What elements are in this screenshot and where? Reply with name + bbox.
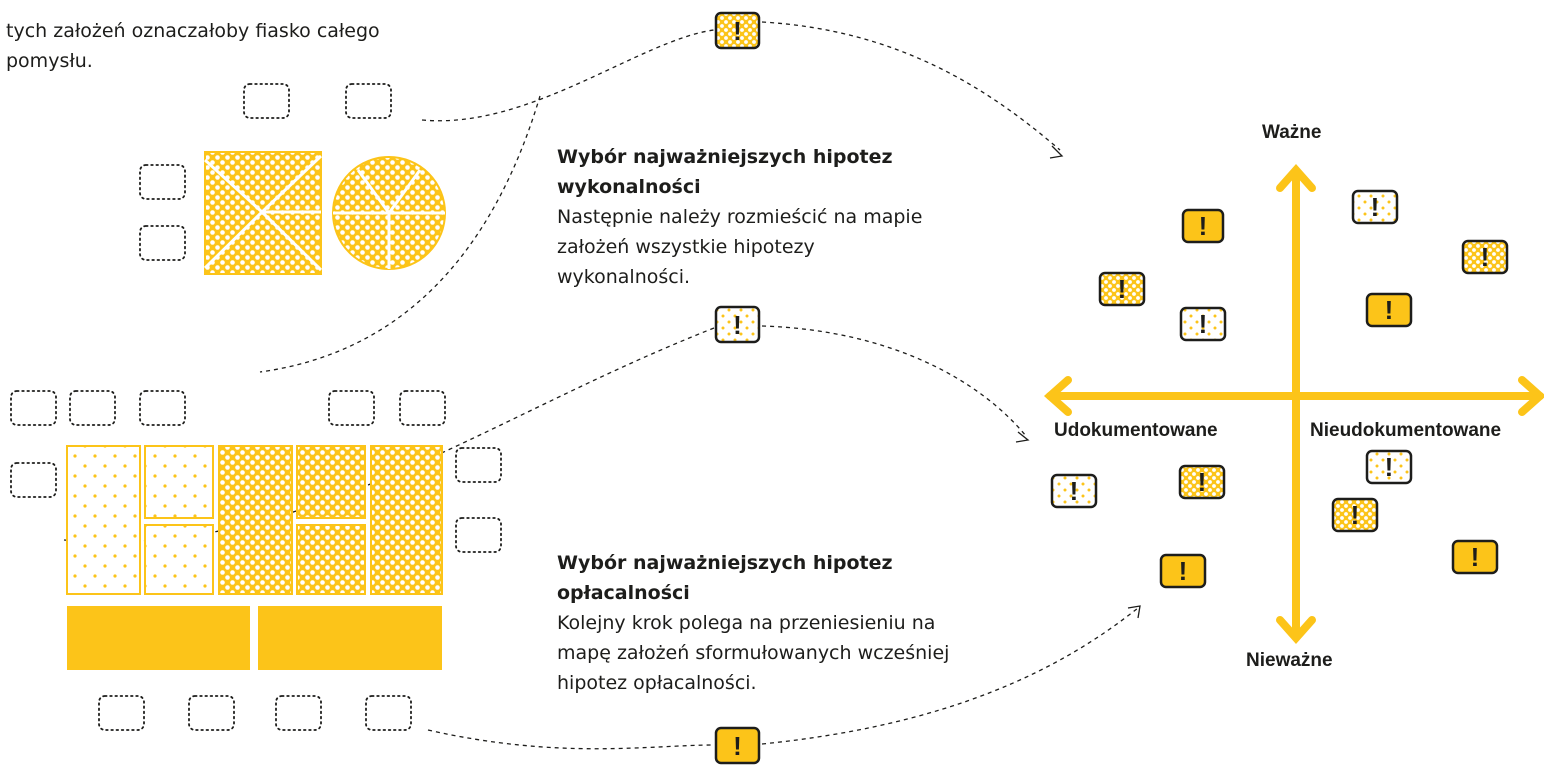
double-arrow-axis-icon xyxy=(1043,163,1544,645)
svg-text:!: ! xyxy=(1481,242,1490,272)
viability-block: Wybór najważniejszych hipotez opłacalnoś… xyxy=(557,548,977,698)
svg-text:!: ! xyxy=(733,16,742,46)
viability-body: Kolejny krok polega na przeniesieniu na … xyxy=(557,612,950,694)
svg-text:!: ! xyxy=(1179,556,1188,586)
svg-text:!: ! xyxy=(1371,192,1380,222)
intro-text: tych założeń oznaczałoby fiasko całego p… xyxy=(6,16,406,76)
svg-text:!: ! xyxy=(733,731,742,761)
axis-label-top: Ważne xyxy=(1262,122,1322,143)
connector-top-left xyxy=(421,29,715,122)
svg-text:!: ! xyxy=(1118,274,1127,304)
svg-text:!: ! xyxy=(1385,452,1394,482)
axis-label-bottom: Nieważne xyxy=(1246,650,1333,671)
feasibility-body: Następnie należy rozmieścić na mapie zał… xyxy=(557,206,923,288)
assumption-map-axes xyxy=(1043,163,1544,645)
svg-text:!: ! xyxy=(733,310,742,340)
svg-text:!: ! xyxy=(1471,542,1480,572)
connector-bottom-right xyxy=(761,607,1139,745)
feasibility-block: Wybór najważniejszych hipotez wykonalnoś… xyxy=(557,142,937,292)
svg-text:!: ! xyxy=(1199,309,1208,339)
axis-label-right: Nieudokumentowane xyxy=(1310,420,1502,441)
dotted-sticky-note-icon xyxy=(10,83,502,731)
viability-heading: Wybór najważniejszych hipotez opłacalnoś… xyxy=(557,552,893,604)
feasibility-heading: Wybór najważniejszych hipotez wykonalnoś… xyxy=(557,146,893,198)
exclamation-sticky-note-icon xyxy=(714,11,1509,765)
connector-arrowheads xyxy=(1015,145,1141,619)
connector-mid-right xyxy=(761,325,1027,437)
connector-bottom-left xyxy=(427,729,715,750)
svg-text:!: ! xyxy=(1070,476,1079,506)
svg-text:!: ! xyxy=(1198,467,1207,497)
canvas-sketch-top xyxy=(203,151,446,275)
connector-circle-to-grid xyxy=(259,95,541,373)
axis-label-left: Udokumentowane xyxy=(1054,420,1218,441)
intro-body: tych założeń oznaczałoby fiasko całego p… xyxy=(6,20,380,72)
exclamation-glyphs: ! ! ! ! ! ! ! ! ! ! ! ! ! ! ! xyxy=(733,16,1489,761)
connector-top-right xyxy=(761,21,1061,151)
svg-text:!: ! xyxy=(1351,500,1360,530)
svg-text:!: ! xyxy=(1385,295,1394,325)
canvas-sketch-bottom xyxy=(66,445,443,670)
svg-text:!: ! xyxy=(1199,211,1208,241)
